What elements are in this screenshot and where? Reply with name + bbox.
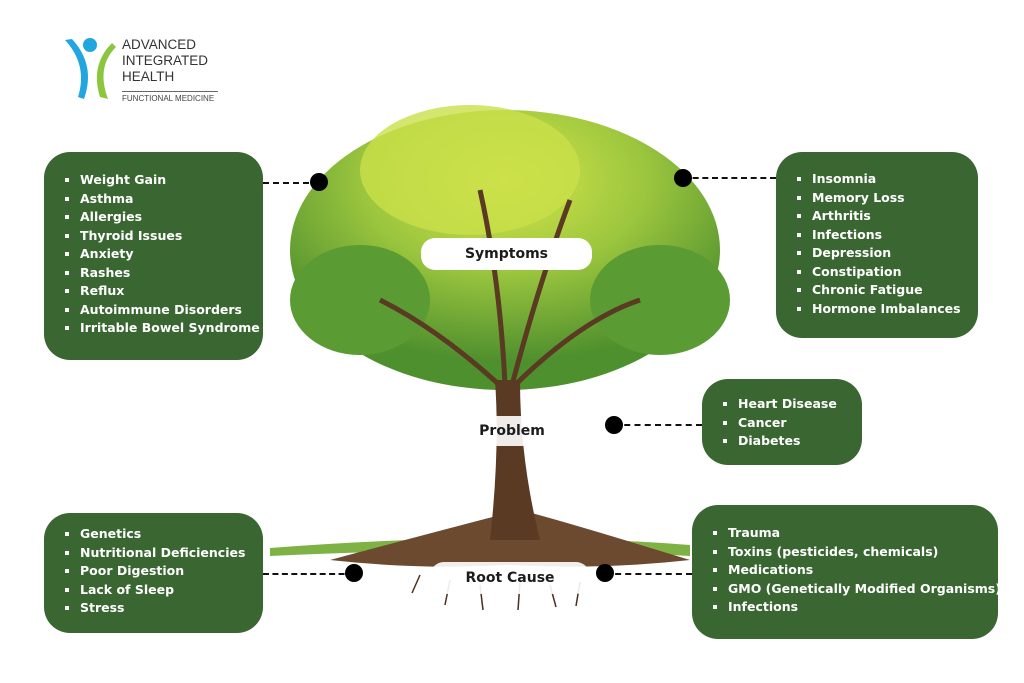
connector-line xyxy=(263,182,319,184)
list-item: Hormone Imbalances xyxy=(797,300,978,319)
list-item: Stress xyxy=(65,599,263,618)
list-item: Rashes xyxy=(65,264,263,283)
list-item: Irritable Bowel Syndrome xyxy=(65,319,263,338)
list-item: Lack of Sleep xyxy=(65,581,263,600)
symptoms-right-box: Insomnia Memory Loss Arthritis Infection… xyxy=(776,152,978,338)
list-item: Memory Loss xyxy=(797,189,978,208)
list-item: Cancer xyxy=(723,414,862,433)
list-item: GMO (Genetically Modified Organisms) xyxy=(713,580,1001,599)
connector-dot xyxy=(674,169,692,187)
list-item: Autoimmune Disorders xyxy=(65,301,263,320)
connector-line xyxy=(683,177,776,179)
list-item: Anxiety xyxy=(65,245,263,264)
logo-line: INTEGRATED xyxy=(122,53,209,68)
problems-box: Heart Disease Cancer Diabetes xyxy=(702,379,862,465)
logo-name: ADVANCED INTEGRATED HEALTH xyxy=(122,37,208,85)
connector-dot xyxy=(310,173,328,191)
connector-dot xyxy=(596,564,614,582)
list-item: Thyroid Issues xyxy=(65,227,263,246)
root-cause-right-box: Trauma Toxins (pesticides, chemicals) Me… xyxy=(692,505,1001,639)
list-item: Constipation xyxy=(797,263,978,282)
problem-label: Problem xyxy=(426,416,598,446)
root-cause-left-box: Genetics Nutritional Deficiencies Poor D… xyxy=(44,513,263,633)
logo: ADVANCED INTEGRATED HEALTH FUNCTIONAL ME… xyxy=(60,35,218,109)
connector-dot xyxy=(345,564,363,582)
logo-line: ADVANCED xyxy=(122,37,197,52)
connector-line xyxy=(263,573,354,575)
list-item: Allergies xyxy=(65,208,263,227)
list-item: Reflux xyxy=(65,282,263,301)
logo-tagline: FUNCTIONAL MEDICINE xyxy=(122,91,218,103)
list-item: Medications xyxy=(713,561,998,580)
list-item: Arthritis xyxy=(797,207,978,226)
logo-figure-icon xyxy=(65,38,116,99)
list-item: Trauma xyxy=(713,524,998,543)
logo-line: HEALTH xyxy=(122,69,175,84)
list-item: Infections xyxy=(713,598,998,617)
connector-dot xyxy=(605,416,623,434)
list-item: Diabetes xyxy=(723,432,862,451)
list-item: Poor Digestion xyxy=(65,562,263,581)
root-cause-label: Root Cause xyxy=(430,562,590,594)
connector-line xyxy=(614,424,702,426)
list-item: Depression xyxy=(797,244,978,263)
symptoms-label: Symptoms xyxy=(421,238,592,270)
list-item: Genetics xyxy=(65,525,263,544)
symptoms-left-box: Weight Gain Asthma Allergies Thyroid Iss… xyxy=(44,152,263,360)
list-item: Chronic Fatigue xyxy=(797,281,978,300)
list-item: Nutritional Deficiencies xyxy=(65,544,263,563)
trunk xyxy=(490,380,540,540)
list-item: Infections xyxy=(797,226,978,245)
connector-line xyxy=(605,573,692,575)
list-item: Insomnia xyxy=(797,170,978,189)
list-item: Asthma xyxy=(65,190,263,209)
list-item: Toxins (pesticides, chemicals) xyxy=(713,543,998,562)
list-item: Heart Disease xyxy=(723,395,862,414)
list-item: Weight Gain xyxy=(65,171,263,190)
